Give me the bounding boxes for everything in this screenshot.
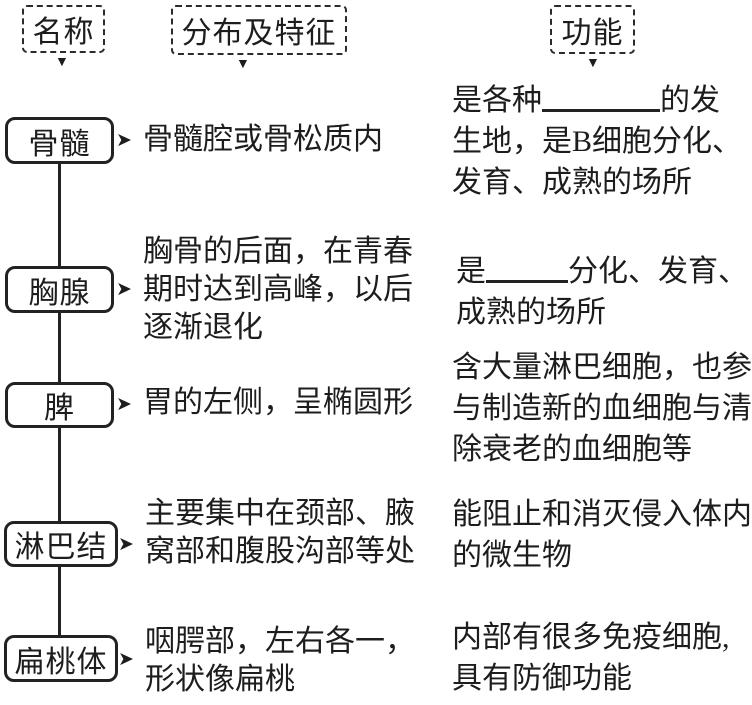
organ-label: 淋巴结	[14, 531, 108, 564]
header-distribution-label: 分布及特征	[181, 17, 337, 50]
text-segment: 是	[456, 255, 486, 288]
arrow-right-icon: ➤	[116, 279, 132, 300]
text-line: 胃的左侧，呈椭圆形	[143, 386, 413, 419]
organ-label: 脾	[44, 392, 75, 425]
organ-box-bone-marrow: 骨髓	[5, 117, 114, 164]
text-line: 与制造新的血细胞与清	[452, 392, 752, 425]
function-thymus: 是 分化、发育、 成熟的场所	[456, 251, 748, 333]
distribution-lymph-node: 主要集中在颈部、腋 窝部和腹股沟部等处	[145, 495, 415, 571]
organ-label: 扁桃体	[14, 645, 108, 679]
distribution-spleen: 胃的左侧，呈椭圆形	[143, 384, 413, 422]
text-line: 含大量淋巴细胞，也参	[452, 351, 752, 384]
header-name-label: 名称	[32, 16, 95, 49]
blank-underline	[542, 84, 660, 112]
text-line: 具有防御功能	[452, 662, 632, 695]
text-line: 主要集中在颈部、腋	[145, 497, 415, 530]
text-line-with-blank: 是各种 的发	[452, 80, 742, 121]
text-line: 形状像扁桃	[145, 663, 295, 696]
text-line: 窝部和腹股沟部等处	[145, 535, 415, 568]
arrow-right-icon: ➤	[116, 130, 132, 151]
text-line: 咽腭部，左右各一，	[145, 625, 415, 658]
text-line: 骨髓腔或骨松质内	[143, 123, 383, 156]
organ-box-spleen: 脾	[5, 382, 114, 428]
text-segment: 是各种	[452, 84, 542, 117]
text-line-with-blank: 是 分化、发育、	[456, 251, 748, 292]
text-line: 除衰老的血细胞等	[452, 433, 692, 466]
text-line: 能阻止和消灭侵入体内	[452, 498, 752, 531]
arrow-down-icon: ▼	[236, 57, 250, 72]
function-lymph-node: 能阻止和消灭侵入体内 的微生物	[452, 494, 752, 576]
distribution-thymus: 胸骨的后面，在青春 期时达到高峰，以后 逐渐退化	[143, 233, 413, 347]
arrow-right-icon: ➤	[118, 534, 134, 555]
function-tonsil: 内部有很多免疫细胞, 具有防御功能	[452, 617, 730, 699]
header-name: 名称	[22, 5, 105, 53]
blank-underline	[486, 255, 568, 283]
arrow-down-icon: ▼	[586, 56, 600, 71]
text-line: 的微生物	[452, 539, 572, 572]
organ-label: 胸腺	[28, 276, 91, 310]
function-bone-marrow: 是各种 的发 生地，是B细胞分化、 发育、成熟的场所	[452, 80, 742, 203]
distribution-bone-marrow: 骨髓腔或骨松质内	[143, 121, 383, 159]
header-function-label: 功能	[561, 16, 624, 50]
header-function: 功能	[550, 5, 635, 54]
header-distribution: 分布及特征	[171, 5, 347, 55]
arrow-down-icon: ▼	[55, 55, 69, 70]
distribution-tonsil: 咽腭部，左右各一， 形状像扁桃	[145, 623, 415, 699]
text-line: 逐渐退化	[143, 311, 263, 344]
text-line: 成熟的场所	[456, 296, 606, 329]
text-segment: 分化、发育、	[568, 255, 748, 288]
arrow-right-icon: ➤	[118, 649, 134, 670]
organ-box-thymus: 胸腺	[5, 266, 114, 313]
text-line: 内部有很多免疫细胞,	[452, 621, 730, 654]
organ-box-tonsil: 扁桃体	[4, 635, 118, 682]
function-spleen: 含大量淋巴细胞，也参 与制造新的血细胞与清 除衰老的血细胞等	[452, 347, 752, 470]
text-segment: 的发	[660, 84, 720, 117]
text-line: 生地，是B细胞分化、	[452, 125, 743, 158]
organ-box-lymph-node: 淋巴结	[4, 521, 118, 567]
text-line: 期时达到高峰，以后	[143, 273, 413, 306]
arrow-right-icon: ➤	[116, 394, 132, 415]
text-line: 胸骨的后面，在青春	[143, 235, 413, 268]
organ-label: 骨髓	[28, 127, 91, 161]
text-line: 发育、成熟的场所	[452, 166, 692, 199]
